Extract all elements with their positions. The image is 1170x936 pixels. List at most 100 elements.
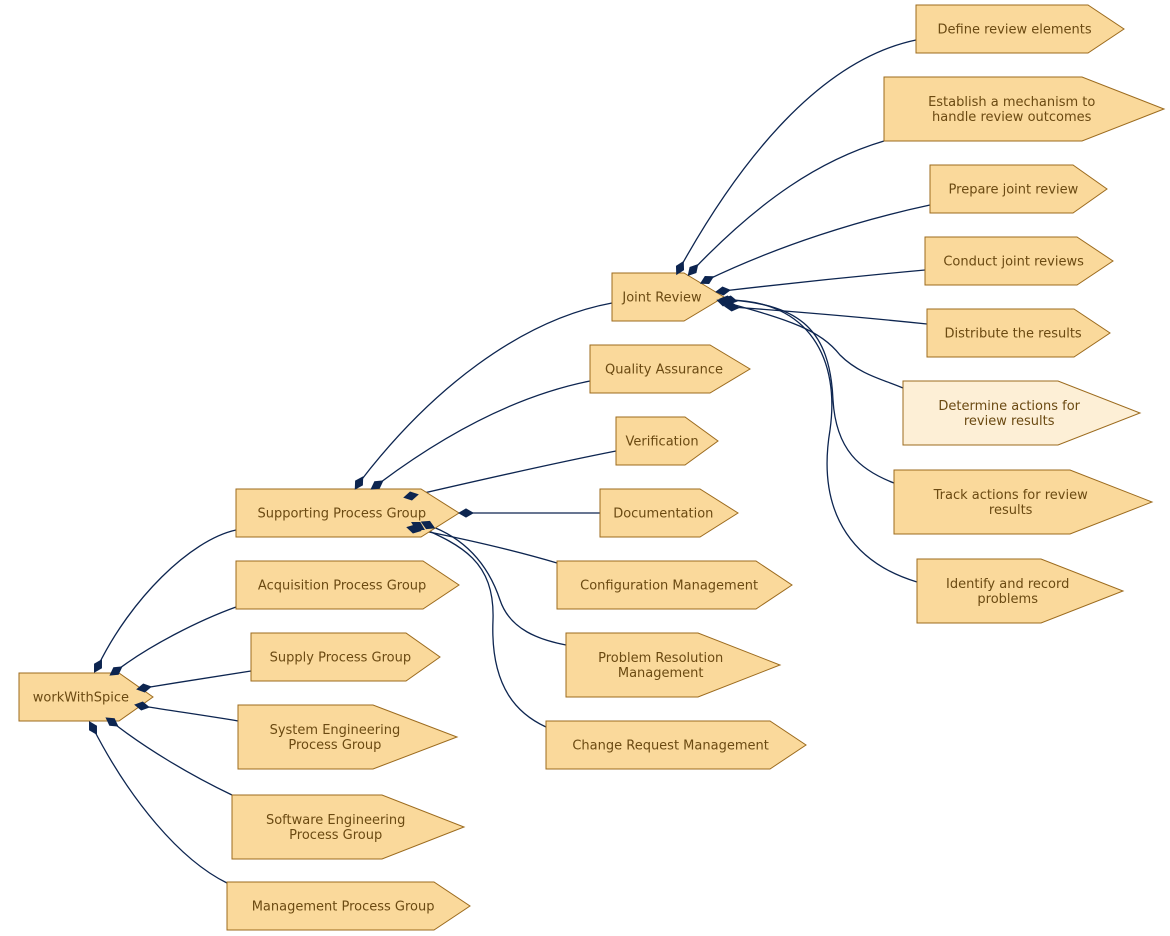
node-shape bbox=[893, 469, 1154, 535]
node-label: System Engineering bbox=[270, 723, 401, 738]
edge-root-to-supporting bbox=[97, 529, 237, 667]
node-quality-assurance[interactable]: Quality Assurance bbox=[589, 344, 751, 394]
node-conduct-reviews[interactable]: Conduct joint reviews bbox=[924, 236, 1114, 286]
composition-diamond-icon bbox=[134, 701, 150, 711]
node-label: Establish a mechanism to bbox=[928, 95, 1095, 110]
node-change-request[interactable]: Change Request Management bbox=[545, 720, 807, 770]
composition-diamond-icon bbox=[406, 524, 422, 534]
composition-diamond-icon bbox=[354, 476, 364, 490]
node-shape bbox=[226, 881, 471, 931]
node-label: Identify and record bbox=[946, 577, 1069, 592]
node-supply[interactable]: Supply Process Group bbox=[250, 632, 441, 682]
edge-supporting-to-problem-resolution bbox=[427, 524, 567, 646]
node-label: Distribute the results bbox=[945, 327, 1082, 342]
edge-joint-review-to-distribute-results bbox=[731, 306, 928, 325]
node-shape bbox=[231, 794, 466, 860]
composition-diamond-icon bbox=[675, 260, 685, 276]
composition-diamond-icon bbox=[109, 666, 123, 676]
nodes-layer: workWithSpice Supporting Process GroupAcq… bbox=[18, 4, 1166, 931]
node-label: Quality Assurance bbox=[605, 363, 723, 378]
composition-diamond-icon bbox=[699, 275, 715, 285]
node-shape bbox=[599, 488, 739, 538]
node-label: handle review outcomes bbox=[932, 110, 1092, 125]
node-verification[interactable]: Verification bbox=[615, 416, 719, 466]
node-label: Supporting Process Group bbox=[257, 507, 426, 522]
node-shape bbox=[545, 720, 807, 770]
edge-root-to-acquisition bbox=[115, 606, 237, 672]
node-configuration-mgmt[interactable]: Configuration Management bbox=[556, 560, 793, 610]
edge-supporting-to-verification bbox=[410, 450, 617, 497]
node-management[interactable]: Management Process Group bbox=[226, 881, 471, 931]
node-label: Joint Review bbox=[621, 291, 702, 306]
markers-layer bbox=[88, 260, 740, 735]
node-define-review[interactable]: Define review elements bbox=[915, 4, 1125, 54]
node-documentation[interactable]: Documentation bbox=[599, 488, 739, 538]
edge-joint-review-to-prepare-review bbox=[706, 204, 931, 281]
node-label: Configuration Management bbox=[580, 579, 758, 594]
node-label: Documentation bbox=[613, 507, 713, 522]
node-shape bbox=[611, 272, 725, 322]
edge-root-to-system-eng bbox=[141, 705, 239, 722]
node-shape bbox=[250, 632, 441, 682]
node-shape bbox=[929, 164, 1108, 214]
node-shape bbox=[916, 558, 1125, 624]
node-label: Acquisition Process Group bbox=[258, 579, 426, 594]
node-prepare-review[interactable]: Prepare joint review bbox=[929, 164, 1108, 214]
node-shape bbox=[589, 344, 751, 394]
node-label: Define review elements bbox=[938, 23, 1092, 38]
node-label: results bbox=[989, 503, 1033, 518]
edge-root-to-software-eng bbox=[111, 721, 233, 796]
composition-diamond-icon bbox=[136, 683, 152, 693]
composition-diamond-icon bbox=[105, 717, 119, 727]
node-shape bbox=[556, 560, 793, 610]
node-distribute-results[interactable]: Distribute the results bbox=[926, 308, 1111, 358]
node-label: Determine actions for bbox=[938, 399, 1080, 414]
node-shape bbox=[18, 672, 154, 722]
node-label: Process Group bbox=[288, 738, 381, 753]
composition-diamond-icon bbox=[403, 491, 419, 501]
edge-root-to-supply bbox=[143, 670, 252, 689]
node-shape bbox=[902, 380, 1142, 446]
node-label: Change Request Management bbox=[572, 739, 768, 754]
composition-diamond-icon bbox=[93, 659, 103, 673]
node-root[interactable]: workWithSpice bbox=[18, 672, 154, 722]
node-label: Track actions for review bbox=[933, 488, 1088, 503]
node-shape bbox=[235, 560, 460, 610]
node-label: problems bbox=[977, 592, 1038, 607]
node-shape bbox=[924, 236, 1114, 286]
edge-joint-review-to-conduct-reviews bbox=[722, 269, 926, 292]
node-label: Software Engineering bbox=[266, 813, 405, 828]
edge-supporting-to-change-request bbox=[417, 525, 547, 728]
node-joint-review[interactable]: Joint Review bbox=[611, 272, 725, 322]
composition-diamond-icon bbox=[457, 508, 475, 518]
node-label: Management bbox=[618, 666, 704, 681]
node-acquisition[interactable]: Acquisition Process Group bbox=[235, 560, 460, 610]
edge-supporting-to-quality-assurance bbox=[376, 380, 591, 486]
edge-joint-review-to-establish-mechanism bbox=[692, 140, 885, 271]
node-label: workWithSpice bbox=[33, 691, 129, 706]
node-supporting[interactable]: Supporting Process Group bbox=[235, 488, 460, 538]
node-shape bbox=[237, 704, 459, 770]
node-shape bbox=[615, 416, 719, 466]
node-label: Prepare joint review bbox=[949, 183, 1079, 198]
edge-root-to-management bbox=[92, 727, 228, 884]
node-label: review results bbox=[964, 414, 1055, 429]
edge-supporting-to-joint-review bbox=[358, 302, 613, 484]
node-shape bbox=[926, 308, 1111, 358]
node-shape bbox=[883, 76, 1166, 142]
edge-joint-review-to-track-actions bbox=[729, 299, 895, 484]
node-label: Verification bbox=[626, 435, 699, 450]
edges-layer bbox=[92, 39, 931, 884]
node-label: Supply Process Group bbox=[270, 651, 411, 666]
node-shape bbox=[565, 632, 782, 698]
node-label: Problem Resolution bbox=[598, 651, 723, 666]
node-label: Conduct joint reviews bbox=[943, 255, 1084, 270]
